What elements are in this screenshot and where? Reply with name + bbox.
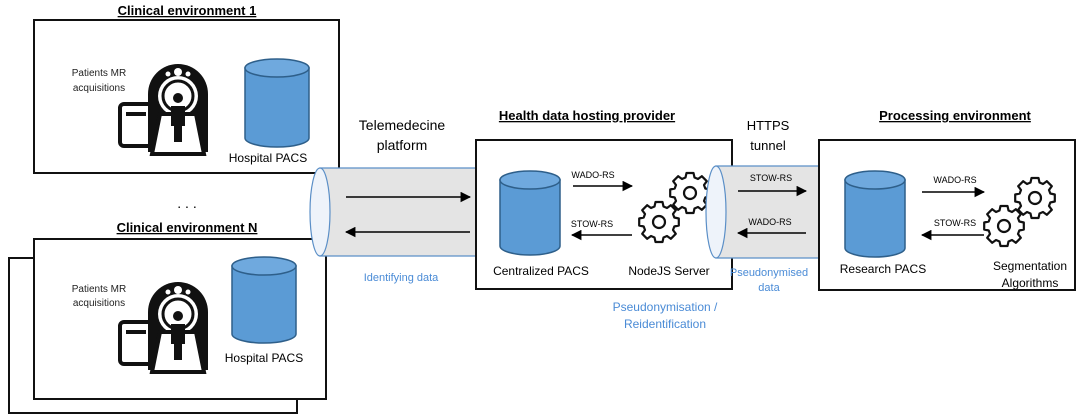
clinical-n-title: Clinical environment N xyxy=(117,220,258,235)
nodejs-server-label: NodeJS Server xyxy=(628,264,709,278)
https-stow-label: STOW-RS xyxy=(750,173,792,183)
pseudonymised-data-line1: Pseudonymised xyxy=(730,267,808,279)
hospital-pacs-database-icon xyxy=(231,256,297,344)
telemedicine-label-line2: platform xyxy=(377,137,428,153)
segmentation-label-line2: Algorithms xyxy=(1002,276,1059,290)
health-data-hosting-provider: Health data hosting provider Centralized… xyxy=(475,108,733,331)
clinical-n-mri-label-line2: acquisitions xyxy=(73,298,125,309)
hosting-stow-label: STOW-RS xyxy=(571,219,613,229)
centralized-pacs-database-icon xyxy=(499,170,561,256)
pseudonymised-data-line2: data xyxy=(758,282,780,294)
clinical-n-mri-label-line1: Patients MR xyxy=(72,284,126,295)
segmentation-label-line1: Segmentation xyxy=(993,259,1067,273)
research-pacs-database-body xyxy=(844,179,906,258)
processing-wado-label: WADO-RS xyxy=(933,175,976,185)
clinical-environment-1: Clinical environment 1 Patients MR acqui… xyxy=(33,3,340,174)
clinical-environment-n: Clinical environment N Patients MR acqui… xyxy=(8,220,327,414)
https-wado-label: WADO-RS xyxy=(748,217,791,227)
gear-icon xyxy=(983,204,1025,248)
clinical-n-pacs-label: Hospital PACS xyxy=(225,351,303,365)
processing-stow-label: STOW-RS xyxy=(934,218,976,228)
identifying-data-label: Identifying data xyxy=(364,272,439,284)
processing-title: Processing environment xyxy=(879,108,1031,123)
ellipsis: . . . xyxy=(177,195,196,211)
telemedicine-label-line1: Telemedecine xyxy=(359,117,446,133)
hosting-title: Health data hosting provider xyxy=(499,108,675,123)
clinical-1-mri-label-line2: acquisitions xyxy=(73,83,125,94)
research-pacs-label: Research PACS xyxy=(840,262,926,276)
clinical-1-mri-label-line1: Patients MR xyxy=(72,68,126,79)
clinical-1-title: Clinical environment 1 xyxy=(118,3,257,18)
research-pacs-database-top xyxy=(844,170,906,190)
telemedicine-tunnel: Telemedecine platform Identifying data xyxy=(309,117,489,284)
pseudonymisation-label-line2: Reidentification xyxy=(624,317,706,331)
processing-environment: Processing environment Research PACS WAD… xyxy=(818,108,1076,291)
hospital-pacs-database-icon xyxy=(244,58,310,148)
centralized-pacs-label: Centralized PACS xyxy=(493,264,589,278)
telemedicine-tunnel-mouth xyxy=(309,167,331,257)
clinical-1-pacs-label: Hospital PACS xyxy=(229,151,307,165)
gear-icon xyxy=(669,171,711,215)
https-label-line2: tunnel xyxy=(750,138,786,153)
gear-icon xyxy=(1014,176,1056,220)
https-tunnel-mouth xyxy=(705,165,727,259)
gear-icon xyxy=(638,200,680,244)
pseudonymisation-label-line1: Pseudonymisation / xyxy=(613,300,718,314)
hosting-wado-label: WADO-RS xyxy=(571,170,614,180)
telemedicine-tunnel-body xyxy=(319,167,489,257)
research-pacs-database-icon xyxy=(844,170,906,258)
https-label-line1: HTTPS xyxy=(747,118,790,133)
